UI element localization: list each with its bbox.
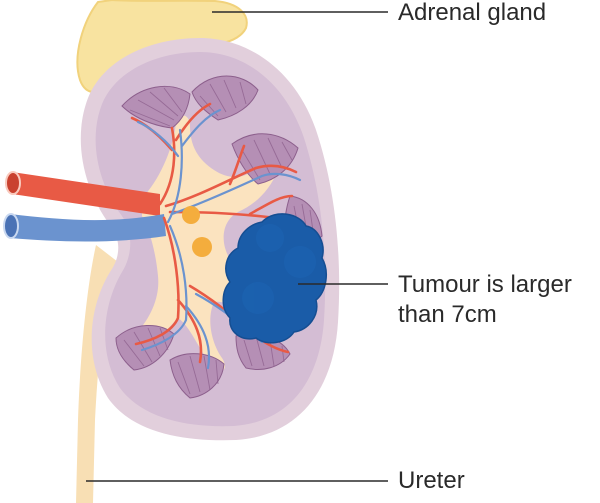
label-tumour: Tumour is larger than 7cm (398, 270, 572, 330)
nodule-lower (192, 237, 212, 257)
tumour-lobes (242, 224, 316, 314)
vein-branches (136, 108, 302, 370)
renal-pyramids (115, 75, 323, 399)
label-ureter-text: Ureter (398, 467, 465, 494)
renal-vein-opening (3, 213, 19, 239)
label-ureter: Ureter (398, 466, 465, 496)
label-tumour-line-1: Tumour is larger (398, 271, 572, 298)
label-adrenal-gland-text: Adrenal gland (398, 0, 547, 26)
label-tumour-line-2: than 7cm (398, 301, 497, 328)
renal-artery-opening (5, 171, 21, 195)
nodule-upper (182, 206, 200, 224)
label-adrenal-gland: Adrenal gland (398, 0, 546, 28)
renal-artery (12, 172, 160, 216)
renal-vein (10, 214, 166, 242)
